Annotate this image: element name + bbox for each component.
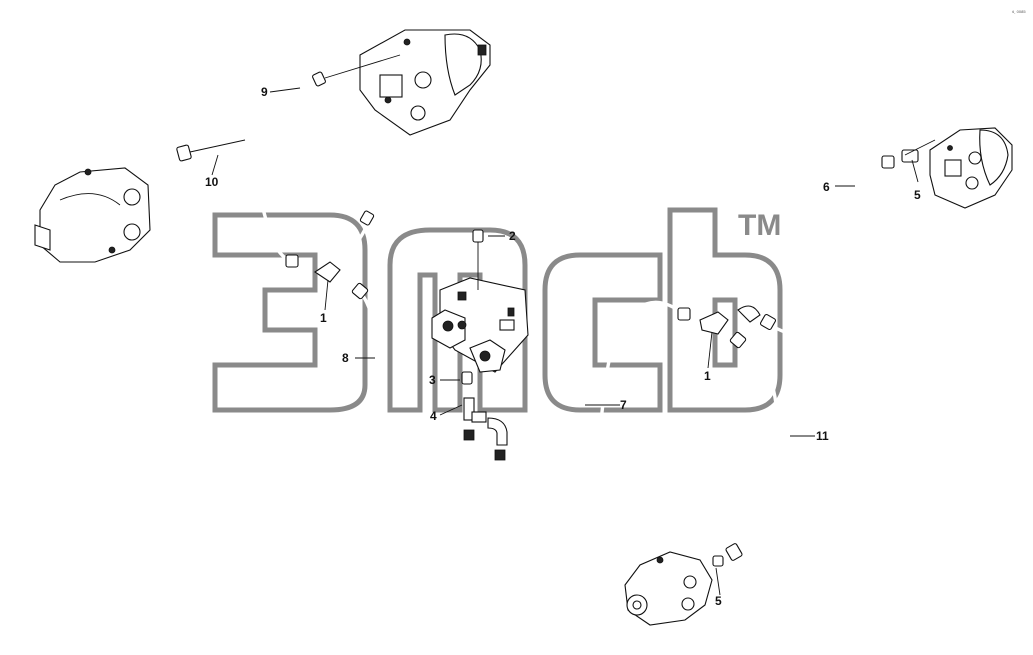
callout-labels: 9 10 1 8 2 3 4 7 1 11 6 5 5 <box>205 85 921 608</box>
hydraulic-motor-right <box>929 127 1013 209</box>
callout-1-right: 1 <box>704 369 711 383</box>
callout-6: 6 <box>823 180 830 194</box>
hose-6 <box>764 162 907 349</box>
callout-3: 3 <box>429 373 436 387</box>
watermark-tm: TM <box>738 209 781 242</box>
leader-lines <box>189 54 936 596</box>
callout-9: 9 <box>261 85 268 99</box>
corner-mark: ¢¸ 0085 <box>1012 9 1026 14</box>
hose-11 <box>734 338 791 557</box>
hose-10 <box>184 148 293 264</box>
callout-1-left: 1 <box>320 311 327 325</box>
callout-4: 4 <box>430 409 437 423</box>
watermark-letter-b <box>667 207 783 413</box>
callout-5-bottom: 5 <box>715 594 722 608</box>
fitting-stack <box>461 229 508 461</box>
watermark-letter-c <box>542 252 663 413</box>
callout-7: 7 <box>620 398 627 412</box>
callout-5-top: 5 <box>914 188 921 202</box>
hydraulic-motor-left <box>34 167 151 263</box>
hydraulic-motor-top <box>359 29 491 136</box>
callout-11: 11 <box>816 429 829 443</box>
callout-2: 2 <box>509 229 516 243</box>
callout-10: 10 <box>205 175 219 189</box>
hose-end-fittings <box>176 71 919 567</box>
callout-8: 8 <box>342 351 349 365</box>
hose-8 <box>358 290 472 497</box>
valve-block <box>431 277 529 373</box>
watermark: TM <box>212 207 783 413</box>
hose-7 <box>498 300 687 523</box>
hose-9 <box>280 78 377 270</box>
watermark-letter-3 <box>212 212 368 413</box>
hydraulic-motor-bottom <box>624 551 713 626</box>
